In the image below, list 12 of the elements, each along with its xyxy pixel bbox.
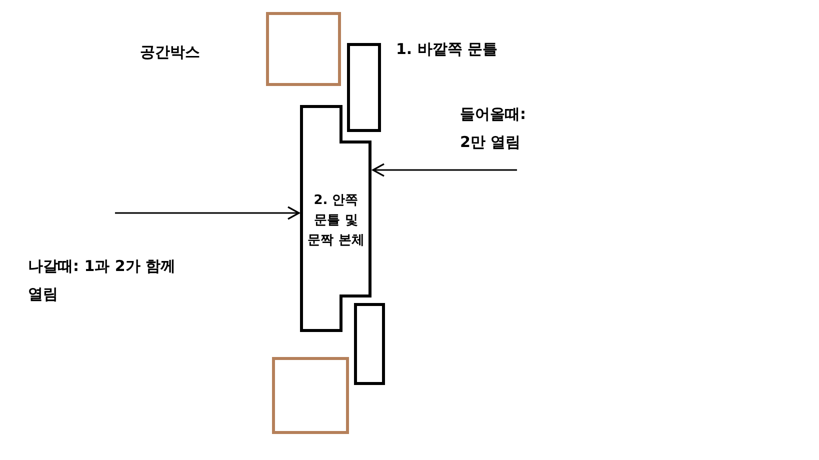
space-box-label: 공간박스 bbox=[140, 42, 201, 63]
note-text: 나갈때: 1과 2가 함께 열림 bbox=[28, 256, 177, 305]
note-text: 들어올때: 2만 열림 bbox=[460, 104, 527, 153]
door-body-label: 2. 안쪽 문틀 및 문짝 본체 bbox=[306, 192, 366, 250]
door-body bbox=[300, 105, 372, 332]
frame-box bbox=[347, 43, 381, 132]
frame-box bbox=[354, 303, 385, 385]
space-box bbox=[266, 12, 341, 86]
arrow bbox=[115, 206, 300, 220]
space-box bbox=[272, 357, 349, 434]
arrow bbox=[372, 163, 517, 177]
frame-label: 1. 바깥쪽 문틀 bbox=[396, 39, 498, 60]
